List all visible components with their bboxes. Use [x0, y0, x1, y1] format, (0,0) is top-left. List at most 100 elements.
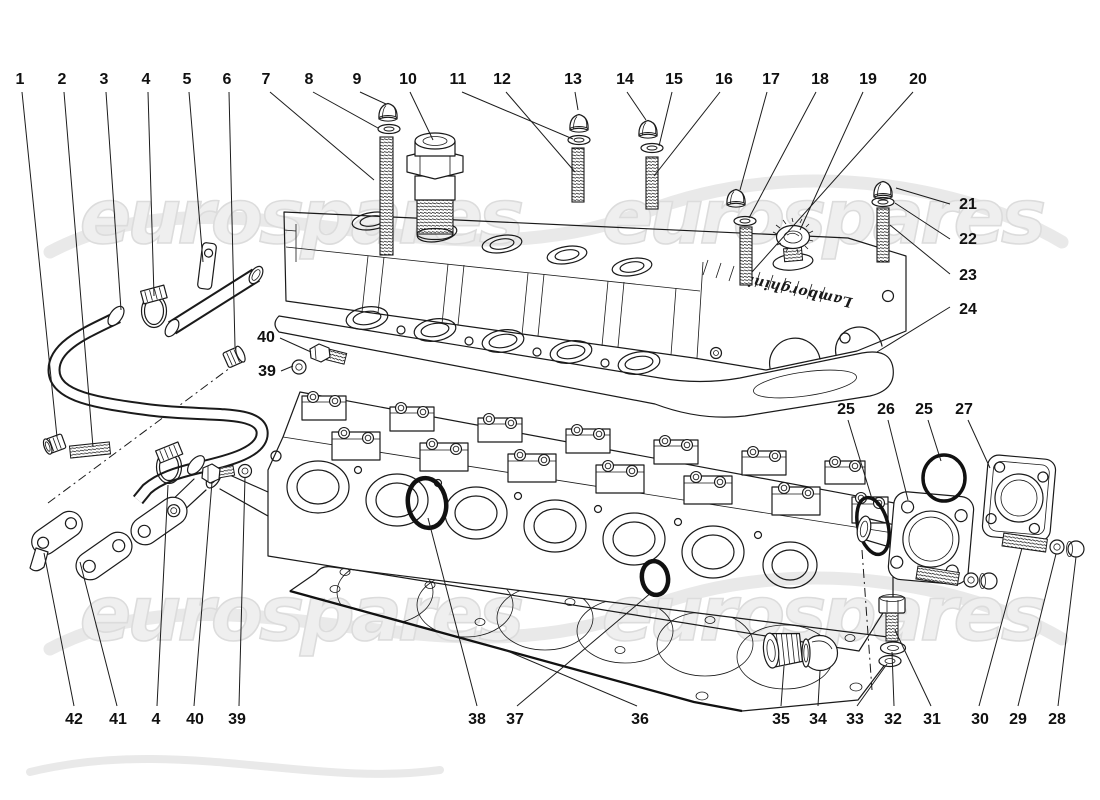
leader-line-8-7 [312, 91, 379, 129]
callout-32-41: 32 [884, 711, 902, 728]
leader-line-34-39 [817, 670, 821, 707]
hose-end-upper [107, 305, 125, 327]
leader-line-16-15 [653, 91, 721, 177]
leader-line-13-12 [574, 91, 579, 111]
callout-31-42: 31 [923, 711, 941, 728]
washer-32 [879, 641, 907, 655]
leader-line-31-42 [894, 629, 932, 707]
callout-1-0: 1 [16, 71, 25, 88]
leader-line-10-9 [409, 91, 434, 141]
leader-line-9-8 [359, 91, 387, 105]
leader-line-23-22 [889, 224, 951, 275]
washer-33 [878, 654, 902, 668]
watermark-text: eurospares [80, 569, 522, 658]
breather-fitting [406, 132, 464, 241]
union-flange-b [75, 531, 133, 581]
callout-42-30: 42 [65, 711, 83, 728]
leader-line-7-6 [269, 91, 375, 181]
callout-18-17: 18 [811, 71, 829, 88]
leader-line-32-41 [891, 651, 895, 707]
gasket-rings [345, 306, 661, 375]
leader-line-42-30 [43, 552, 75, 707]
leader-line-26-25 [887, 419, 909, 501]
leader-line-37-36 [516, 591, 653, 707]
callout-6-5: 6 [223, 71, 232, 88]
cam-caps-front-row [331, 426, 889, 524]
callout-20-19: 20 [909, 71, 927, 88]
callout-37-36: 37 [506, 711, 524, 728]
leader-line-15-14 [658, 91, 673, 147]
leader-line-1-0 [21, 91, 58, 438]
stud-group-11-12-13 [567, 113, 591, 203]
o-ring-37 [639, 558, 671, 598]
callout-25-24: 25 [837, 401, 855, 418]
cam-caps-back-row [301, 390, 866, 485]
leader-line-25-24 [847, 419, 873, 500]
leader-line-18-17 [748, 91, 817, 219]
callout-27-27: 27 [955, 401, 973, 418]
leader-line-40-33 [193, 481, 213, 707]
callout-23-22: 23 [959, 267, 977, 284]
bolt-40-lower [201, 463, 236, 484]
watermark-text: eurospares [602, 172, 1044, 261]
leader-line-6-5 [228, 91, 236, 348]
hose-end-lower [186, 455, 206, 475]
callout-19-18: 19 [859, 71, 877, 88]
leader-line-20-19 [751, 91, 914, 273]
washer-39-lower [237, 463, 253, 479]
bolt-31 [878, 594, 906, 642]
callout-3-2: 3 [100, 71, 109, 88]
leader-line-40-28 [279, 337, 312, 353]
callout-40-28: 40 [257, 329, 275, 346]
callout-9-8: 9 [353, 71, 362, 88]
cylinder-head-drawing [47, 361, 906, 691]
callout-28-45: 28 [1048, 711, 1066, 728]
cover-end-cap: Lamborghini [696, 259, 895, 369]
union-flange-c [130, 496, 188, 546]
callout-38-35: 38 [468, 711, 486, 728]
stud-group-17-18-20 [726, 188, 757, 286]
callout-4-3: 4 [142, 71, 151, 88]
callout-36-37: 36 [631, 711, 649, 728]
swoosh-bottom [43, 571, 1069, 656]
water-outlet-drawing [762, 453, 1085, 672]
plug-1 [42, 433, 67, 455]
leader-line-25-26 [927, 419, 942, 462]
leader-line-28-45 [1057, 556, 1077, 707]
callout-13-12: 13 [564, 71, 582, 88]
swoosh-top [43, 174, 1069, 259]
leader-line-5-4 [188, 91, 204, 263]
leader-line-33-40 [856, 663, 888, 707]
callout-14-13: 14 [616, 71, 634, 88]
lamborghini-script: Lamborghini [746, 272, 854, 310]
callout-17-16: 17 [762, 71, 780, 88]
leader-line-22-21 [894, 202, 951, 240]
cam-cover-gasket-drawing [274, 306, 894, 418]
callout-7-6: 7 [262, 71, 271, 88]
leader-line-30-43 [978, 547, 1023, 707]
leader-line-2-1 [63, 91, 94, 448]
leader-line-17-16 [739, 91, 768, 191]
leader-line-36-37 [504, 649, 638, 707]
callout-34-39: 34 [809, 711, 827, 728]
stud-group-14-15-16 [638, 119, 664, 210]
swoosh-footer [26, 755, 444, 778]
callout-4-32: 4 [152, 711, 161, 728]
bolt-40-mid [309, 343, 348, 365]
callout-35-38: 35 [772, 711, 790, 728]
leader-line-14-13 [626, 91, 647, 121]
callout-39-34: 39 [228, 711, 246, 728]
hose-clamp-lower [155, 441, 184, 485]
centerline-right [861, 549, 873, 691]
callout-2-1: 2 [58, 71, 67, 88]
leader-line-41-31 [79, 561, 118, 707]
callout-41-31: 41 [109, 711, 127, 728]
leader-line-21-20 [895, 187, 951, 205]
callout-12-11: 12 [493, 71, 511, 88]
callout-11-10: 11 [450, 71, 467, 88]
leader-line-11-10 [461, 91, 574, 140]
stud-2 [68, 441, 112, 459]
sleeve-35 [762, 632, 803, 669]
